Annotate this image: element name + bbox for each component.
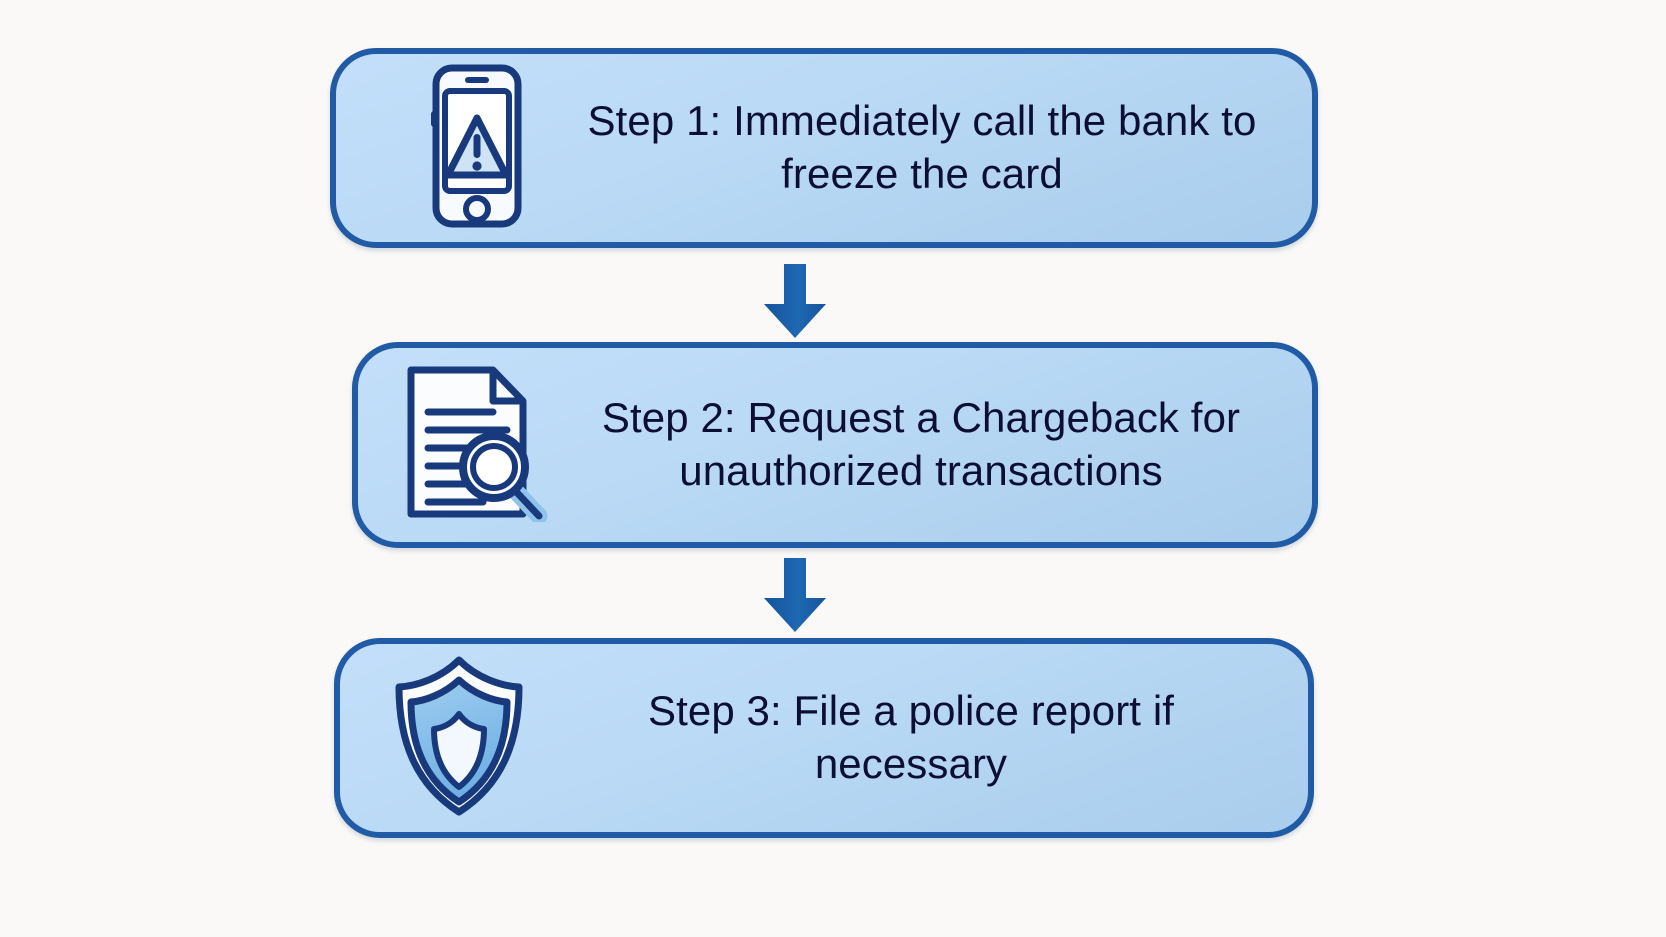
flow-step-3[interactable]: Step 3: File a police report if necessar… [334,638,1314,838]
step-3-icon-slot [364,656,554,821]
down-arrow-icon [758,264,832,344]
step-2-icon-slot [380,364,570,527]
shield-icon [389,656,529,821]
flow-step-1[interactable]: Step 1: Immediately call the bank to fre… [330,48,1318,248]
connector-arrow-1 [758,262,832,340]
flow-step-2[interactable]: Step 2: Request a Chargeback for unautho… [352,342,1318,548]
step-2-label: Step 2: Request a Chargeback for unautho… [601,394,1241,494]
connector-arrow-2 [758,556,832,634]
down-arrow-icon [758,558,832,638]
step-1-label: Step 1: Immediately call the bank to fre… [587,97,1257,197]
phone-warning-icon [418,63,536,234]
document-magnifier-icon [399,364,551,527]
step-1-icon-slot [382,63,572,234]
step-3-label: Step 3: File a police report if necessar… [647,687,1175,787]
